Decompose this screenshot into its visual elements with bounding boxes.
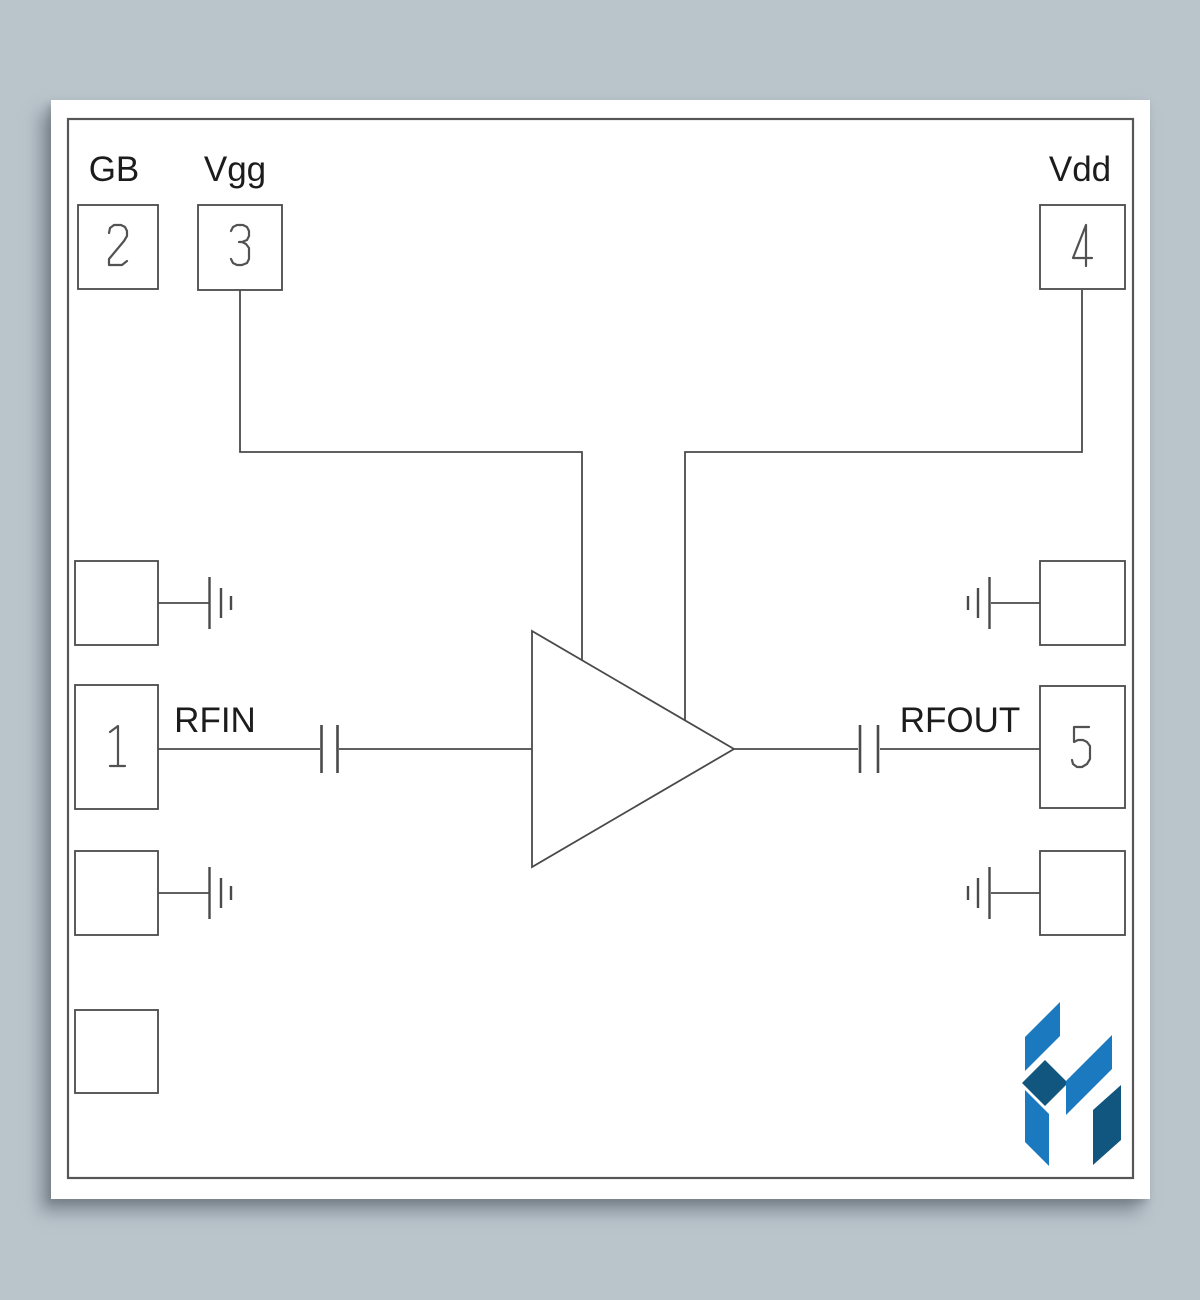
- logo-band-right: [1066, 1035, 1112, 1115]
- ground-pad-upper-right: [1039, 560, 1126, 646]
- ground-symbol-upper-right: [966, 577, 991, 629]
- dc-block-capacitor-output: [858, 725, 880, 773]
- pin-box-5: [1039, 685, 1126, 809]
- ground-pad-upper-left: [74, 560, 159, 646]
- pin-pads: [74, 204, 1126, 1094]
- pin-box-2: [77, 204, 159, 290]
- datasheet-page: GB Vgg Vdd RFIN RFOUT: [51, 100, 1150, 1199]
- pin-box-1: [74, 684, 159, 810]
- pin-number-3: [229, 223, 251, 267]
- labels: GB Vgg Vdd RFIN RFOUT: [89, 150, 1111, 740]
- pin-box-4: [1039, 204, 1126, 290]
- logo-bar-bottom-right: [1093, 1085, 1121, 1165]
- ground-symbol-upper-left: [208, 577, 233, 629]
- ground-symbol-lower-right: [966, 867, 991, 919]
- label-rfin: RFIN: [174, 701, 256, 740]
- pin-number-2: [107, 223, 129, 267]
- logo-center-diamond: [1022, 1060, 1068, 1106]
- logo-band-top-left: [1025, 1002, 1060, 1071]
- ground-symbol-lower-left: [208, 867, 233, 919]
- capacitors: [320, 725, 880, 773]
- label-gb: GB: [89, 150, 140, 189]
- pin-box-3: [197, 204, 283, 291]
- ground-pad-lower-right: [1039, 850, 1126, 936]
- label-vgg: Vgg: [204, 150, 266, 189]
- ground-pad-lower-left: [74, 850, 159, 936]
- logo-bar-bottom-left: [1025, 1090, 1049, 1166]
- pin-number-4: [1071, 223, 1094, 268]
- wire-vdd: [684, 290, 1083, 720]
- wire-vgg: [239, 290, 583, 660]
- amplifier-triangle: [531, 629, 736, 869]
- label-vdd: Vdd: [1049, 150, 1111, 189]
- pin-numbers: [107, 223, 1094, 769]
- diagram-border: [66, 117, 1135, 1180]
- pin-number-5: [1070, 725, 1092, 769]
- label-rfout: RFOUT: [900, 701, 1021, 740]
- dc-block-capacitor-input: [320, 725, 339, 773]
- pin-number-1: [108, 724, 127, 768]
- functional-diagram: GB Vgg Vdd RFIN RFOUT: [66, 117, 1135, 1180]
- wires: [158, 290, 1083, 894]
- ground-symbols: [208, 577, 991, 919]
- unused-pad-bottom-left: [74, 1009, 159, 1094]
- company-logo: [1022, 1002, 1121, 1166]
